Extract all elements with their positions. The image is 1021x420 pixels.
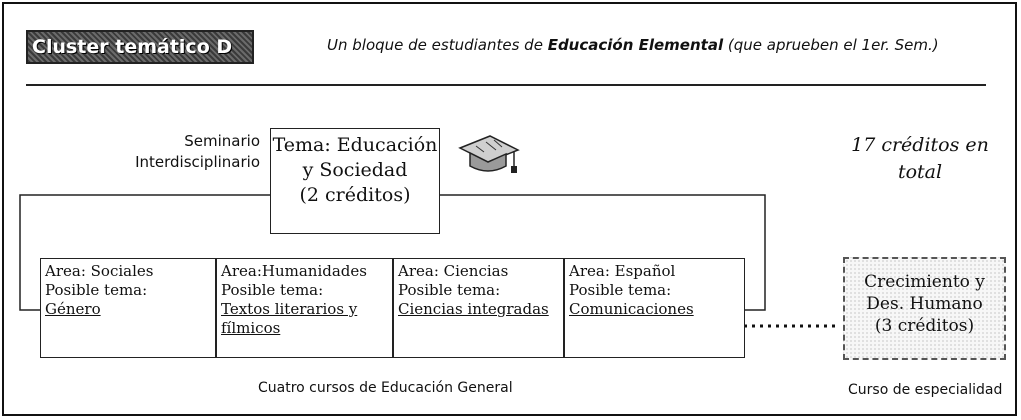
seminar-label: Seminario Interdisciplinario [100, 131, 260, 173]
general-courses-caption: Cuatro cursos de Educación General [258, 380, 513, 396]
seminar-label-line2: Interdisciplinario [135, 153, 260, 171]
course-box-sociales: Area: Sociales Posible tema: Género [40, 258, 216, 358]
course-box-humanidades: Area:Humanidades Posible tema: Textos li… [216, 258, 393, 358]
course-box-espanol: Area: Español Posible tema: Comunicacion… [564, 258, 745, 358]
course-box-ciencias: Area: Ciencias Posible tema: Ciencias in… [393, 258, 564, 358]
seminar-box-line1: Tema: Educación [272, 134, 438, 156]
left-connector [19, 194, 270, 311]
specialty-course-box: Crecimiento y Des. Humano (3 créditos) [843, 257, 1006, 360]
course-tema: Género [45, 300, 101, 318]
course-tema: Comunicaciones [569, 300, 694, 318]
course-area: Area: Español [569, 262, 676, 280]
subtitle-pre: Un bloque de estudiantes de [327, 36, 548, 54]
total-credits-line2: total [897, 161, 943, 183]
cluster-badge: Cluster temático D [26, 30, 254, 64]
total-credits-line1: 17 créditos en [851, 134, 989, 156]
specialty-course-caption: Curso de especialidad [848, 382, 1003, 398]
graduation-cap-icon [458, 135, 520, 173]
subtitle-bold: Educación Elemental [547, 36, 724, 54]
course-tema-label: Posible tema: [221, 281, 324, 299]
cluster-subtitle: Un bloque de estudiantes de Educación El… [327, 36, 939, 54]
right-connector [440, 194, 766, 311]
total-credits: 17 créditos en total [835, 132, 1005, 186]
specialty-line2: Des. Humano [866, 294, 983, 314]
course-tema-label: Posible tema: [398, 281, 501, 299]
course-tema: Ciencias integradas [398, 300, 549, 318]
subtitle-post: (que aprueben el 1er. Sem.) [723, 36, 939, 54]
course-tema: Textos literarios y fílmicos [221, 300, 358, 337]
course-area: Area: Ciencias [398, 262, 509, 280]
seminar-label-line1: Seminario [184, 132, 260, 150]
specialty-line1: Crecimiento y [864, 272, 985, 292]
seminar-box-line3: (2 créditos) [299, 184, 411, 206]
course-area: Area: Sociales [45, 262, 154, 280]
course-tema-label: Posible tema: [45, 281, 148, 299]
specialty-line3: (3 créditos) [874, 316, 975, 336]
seminar-box-line2: y Sociedad [302, 159, 408, 181]
header-divider [26, 84, 986, 86]
seminar-topic-box: Tema: Educación y Sociedad (2 créditos) [270, 128, 440, 234]
course-tema-label: Posible tema: [569, 281, 672, 299]
course-area: Area:Humanidades [221, 262, 367, 280]
